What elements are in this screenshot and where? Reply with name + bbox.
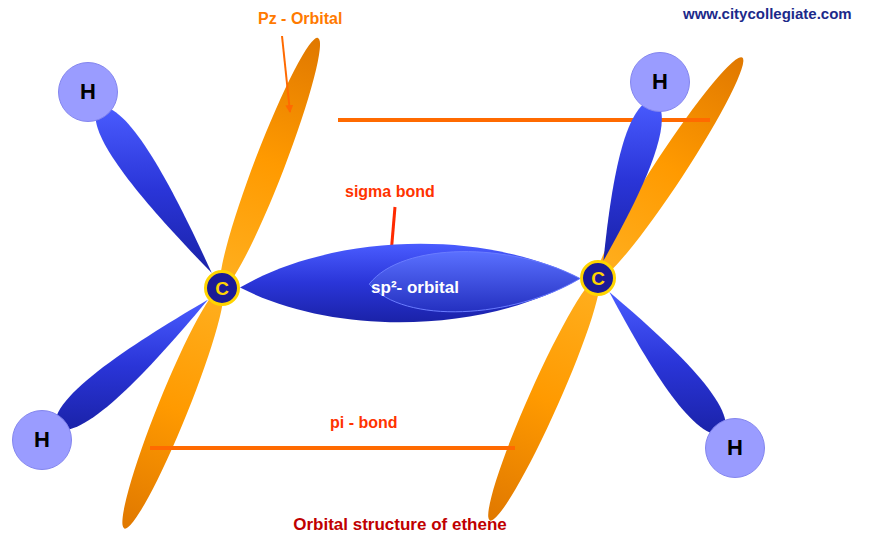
carbon-atom: C bbox=[204, 270, 240, 306]
carbon-atom: C bbox=[580, 260, 616, 296]
atom-symbol: H bbox=[652, 71, 668, 93]
bond-label: pi - bond bbox=[330, 414, 398, 432]
bond-orbital bbox=[240, 244, 580, 322]
watermark: www.citycollegiate.com bbox=[683, 6, 852, 23]
pi-overlap-line bbox=[150, 446, 515, 450]
atom-symbol: C bbox=[215, 279, 229, 298]
hydrogen-atom: H bbox=[630, 52, 690, 112]
bond-orbital bbox=[96, 107, 212, 274]
sp2-orbital-lobe bbox=[96, 107, 212, 274]
caption: Orbital structure of ethene bbox=[293, 516, 506, 535]
orbital-label: sp²- orbital bbox=[371, 279, 459, 298]
orbital-label: Pz - Orbital bbox=[258, 10, 342, 28]
p-lobe bbox=[208, 33, 332, 294]
sp2-orbital-lobe bbox=[609, 292, 725, 435]
atom-symbol: C bbox=[591, 269, 605, 288]
sp2-orbital-lobe bbox=[603, 99, 661, 261]
sp2-orbital-lobe bbox=[55, 300, 208, 431]
p-lobe bbox=[110, 282, 235, 534]
sigma-orbital bbox=[240, 244, 580, 322]
atom-symbol: H bbox=[34, 429, 50, 451]
atom-symbol: H bbox=[727, 437, 743, 459]
bond-orbital bbox=[603, 99, 661, 261]
sigma-orbital bbox=[369, 252, 580, 312]
hydrogen-atom: H bbox=[12, 410, 72, 470]
p-lobe bbox=[585, 49, 755, 286]
leader-arrow bbox=[282, 36, 290, 112]
atom-symbol: H bbox=[80, 81, 96, 103]
bond-label: sigma bond bbox=[345, 183, 435, 201]
bond-orbital bbox=[609, 292, 725, 435]
bond-orbital bbox=[55, 300, 208, 431]
hydrogen-atom: H bbox=[705, 418, 765, 478]
hydrogen-atom: H bbox=[58, 62, 118, 122]
